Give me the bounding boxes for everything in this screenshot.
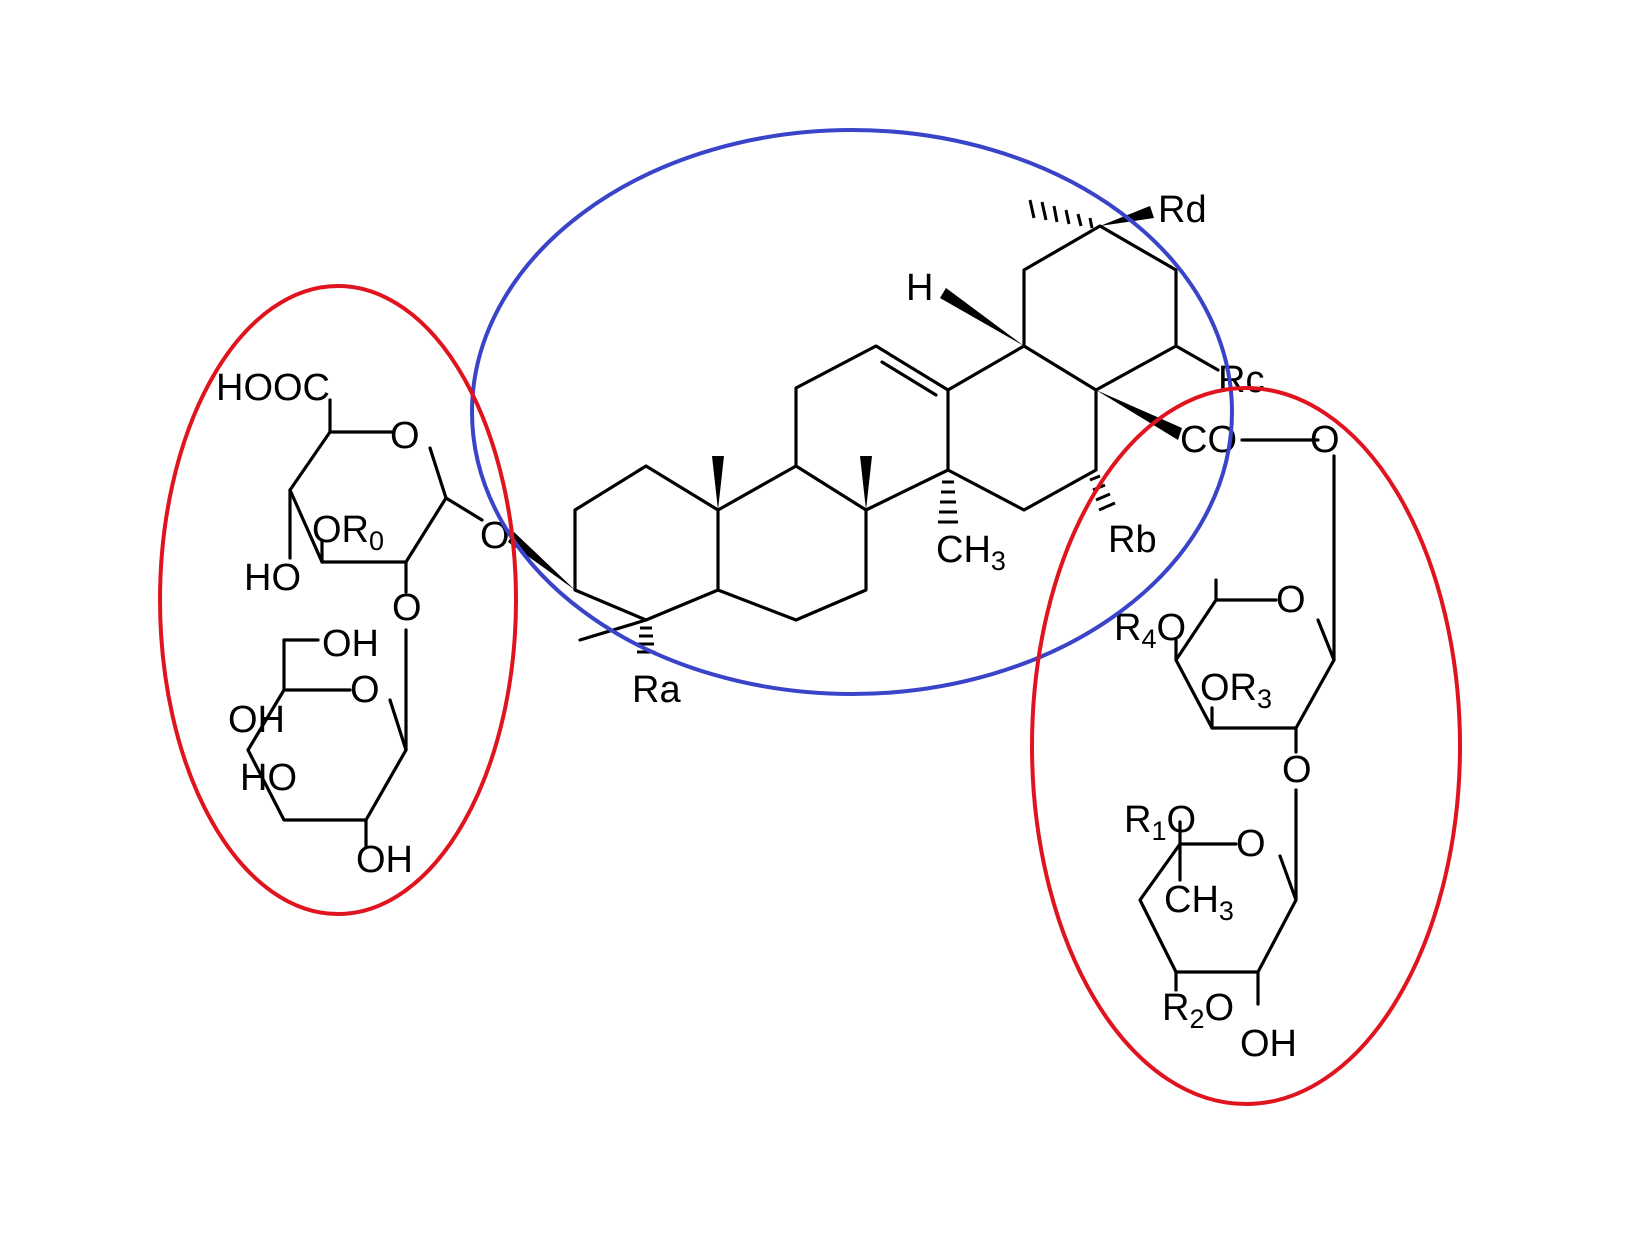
rc-bond xyxy=(1174,344,1220,372)
hashed-methyl-c20 xyxy=(1028,199,1094,229)
ho-label: HO xyxy=(244,557,301,599)
right-sugar-highlight-ellipse xyxy=(1030,386,1462,1106)
ho-low-label: HO xyxy=(240,757,297,799)
left-link-o-label: O xyxy=(392,587,422,629)
double-bond xyxy=(880,360,938,397)
or3-label: OR3 xyxy=(1200,667,1272,714)
anomeric-bond xyxy=(444,496,484,522)
r2o-label: R2O xyxy=(1162,987,1234,1034)
left-sugar-chain: HOOC O OR0 HO O OH O OH HO OH xyxy=(216,367,484,881)
hashed-bond-c14-ch3 xyxy=(938,480,958,524)
glucuronic-ring-o-label: O xyxy=(390,415,420,457)
hexose-ring-o-label: O xyxy=(350,669,380,711)
rb-label: Rb xyxy=(1108,519,1157,561)
co-wedge-c17 xyxy=(1096,390,1182,440)
ring-e xyxy=(1022,224,1178,392)
oh-top-label: OH xyxy=(322,623,379,665)
aglycone-skeleton: Rd H Rc CO O Rb Ra CH3 O xyxy=(480,189,1340,711)
ch3-label: CH3 xyxy=(936,529,1006,576)
ra-label: Ra xyxy=(632,669,681,711)
ester-o-label: O xyxy=(1310,419,1340,461)
ring-a xyxy=(573,464,720,622)
right-sugar-chain: O R4O OR3 O R1O O CH3 R2O OH xyxy=(1114,454,1336,1065)
or0-label: OR0 xyxy=(312,509,384,556)
o-wedge-c3 xyxy=(508,532,575,590)
methyl-wedge-c10 xyxy=(712,456,724,510)
methyl-wedge-c8 xyxy=(860,456,872,510)
oh-mid-label: OH xyxy=(228,699,285,741)
ring-b xyxy=(716,464,868,622)
lower-ring-o-label: O xyxy=(1236,823,1266,865)
rd-label: Rd xyxy=(1158,189,1207,231)
r4o-label: R4O xyxy=(1114,607,1186,654)
h-label: H xyxy=(906,267,933,309)
oh-lower-label: OH xyxy=(1240,1023,1297,1065)
right-link-o-label: O xyxy=(1282,749,1312,791)
hooc-label: HOOC xyxy=(216,367,330,409)
r1o-label: R1O xyxy=(1124,799,1196,846)
h-wedge-c18 xyxy=(940,288,1024,346)
upper-ring-o-label: O xyxy=(1276,579,1306,621)
left-sugar-highlight-ellipse xyxy=(158,284,518,916)
oh-bottom-label: OH xyxy=(356,839,413,881)
ring-d xyxy=(946,344,1098,512)
ch3-lower-label: CH3 xyxy=(1164,879,1234,926)
glyco-o-label: O xyxy=(480,515,510,557)
aglycone-highlight-ellipse xyxy=(470,128,1234,696)
ring-c xyxy=(794,344,950,512)
